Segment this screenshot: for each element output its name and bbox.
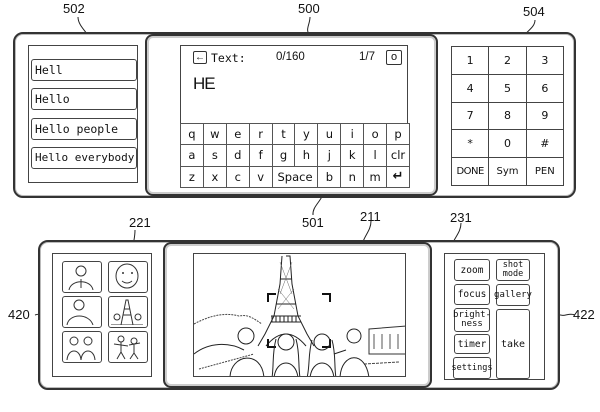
key-z[interactable]: z — [181, 166, 203, 187]
people-icon — [66, 336, 96, 360]
sym-button[interactable]: Sym — [489, 158, 526, 185]
thumbnail-dancing-people[interactable] — [108, 331, 148, 363]
camera-control-panel: zoom focus bright- ness timer settings s… — [444, 253, 545, 380]
done-button[interactable]: DONE — [452, 158, 489, 185]
key-g[interactable]: g — [272, 145, 295, 166]
ref-label-500: 500 — [298, 1, 320, 16]
keypad-9[interactable]: 9 — [526, 102, 563, 130]
shot-mode-button[interactable]: shot mode — [496, 259, 530, 281]
person-icon — [66, 299, 94, 325]
qwerty-keyboard: q w e r t y u i o p a s d f g h j k l cl… — [180, 123, 410, 188]
key-clear[interactable]: clr — [387, 145, 409, 166]
key-t[interactable]: t — [272, 124, 295, 145]
gallery-button[interactable]: gallery — [494, 284, 532, 306]
suggestion-item[interactable]: Hell — [31, 59, 137, 81]
ref-label-501: 501 — [302, 215, 324, 230]
key-b[interactable]: b — [318, 166, 341, 187]
take-photo-button[interactable]: take — [496, 309, 530, 379]
keypad-hash[interactable]: # — [526, 130, 563, 158]
ref-label-211: 211 — [360, 209, 381, 224]
thumbnail-smiling-face[interactable] — [108, 261, 148, 293]
char-counter: 0/160 — [276, 51, 305, 63]
ref-label-422: 422 — [573, 307, 595, 322]
page-indicator: 1/7 — [359, 51, 375, 63]
timer-button[interactable]: timer — [454, 334, 490, 354]
key-m[interactable]: m — [364, 166, 387, 187]
key-h[interactable]: h — [295, 145, 318, 166]
viewfinder-scene — [194, 255, 405, 376]
key-d[interactable]: d — [226, 145, 249, 166]
pen-button[interactable]: PEN — [526, 158, 563, 185]
ref-label-221: 221 — [129, 215, 151, 230]
key-i[interactable]: i — [341, 124, 364, 145]
key-e[interactable]: e — [226, 124, 249, 145]
zoom-button[interactable]: zoom — [454, 259, 490, 281]
keypad-2[interactable]: 2 — [489, 47, 526, 74]
keypad-8[interactable]: 8 — [489, 102, 526, 130]
thumbnail-eiffel-tower-group[interactable] — [108, 296, 148, 328]
suggestion-item[interactable]: Hello people — [31, 118, 137, 140]
keypad-0[interactable]: 0 — [489, 130, 526, 158]
face-icon — [115, 263, 139, 289]
tower-icon — [111, 299, 143, 325]
key-u[interactable]: u — [318, 124, 341, 145]
enter-icon: ↵ — [392, 169, 404, 185]
keypad-star[interactable]: * — [452, 130, 489, 158]
key-l[interactable]: l — [364, 145, 387, 166]
suggestion-item[interactable]: Hello — [31, 88, 137, 110]
key-q[interactable]: q — [181, 124, 203, 145]
key-n[interactable]: n — [341, 166, 364, 187]
arrow-left-icon: ← — [195, 52, 205, 63]
key-o[interactable]: o — [364, 124, 387, 145]
thumbnail-portrait-man[interactable] — [62, 261, 102, 293]
suggestion-item[interactable]: Hello everybody — [31, 147, 137, 169]
keypad-5[interactable]: 5 — [489, 74, 526, 102]
person-icon — [68, 265, 94, 290]
ref-label-231: 231 — [450, 210, 472, 225]
thumbnail-panel — [52, 253, 152, 377]
suggestion-panel: Hell Hello Hello people Hello everybody — [28, 45, 138, 183]
keypad-3[interactable]: 3 — [526, 47, 563, 74]
dancers-icon — [113, 335, 141, 360]
numeric-keypad: 1 2 3 4 5 6 7 8 9 * 0 # DONE Sym PEN — [451, 46, 564, 186]
key-v[interactable]: v — [249, 166, 272, 187]
key-j[interactable]: j — [318, 145, 341, 166]
text-screen: ← Text: 0/160 1/7 o HE q w e r t y u i o… — [180, 45, 410, 188]
key-enter[interactable]: ↵ — [387, 166, 409, 187]
key-a[interactable]: a — [181, 145, 203, 166]
brightness-button[interactable]: bright- ness — [453, 308, 491, 332]
keypad-1[interactable]: 1 — [452, 47, 489, 74]
key-k[interactable]: k — [341, 145, 364, 166]
mode-button[interactable]: o — [386, 50, 402, 65]
text-input[interactable]: HE — [193, 74, 216, 93]
thumbnail-person[interactable] — [62, 296, 102, 328]
key-y[interactable]: y — [295, 124, 318, 145]
key-s[interactable]: s — [203, 145, 226, 166]
ref-label-502: 502 — [63, 1, 85, 16]
key-x[interactable]: x — [203, 166, 226, 187]
key-c[interactable]: c — [226, 166, 249, 187]
key-f[interactable]: f — [249, 145, 272, 166]
ref-label-420: 420 — [8, 307, 30, 322]
camera-viewfinder[interactable] — [193, 253, 406, 377]
key-w[interactable]: w — [203, 124, 226, 145]
keypad-7[interactable]: 7 — [452, 102, 489, 130]
back-button[interactable]: ← — [193, 51, 207, 64]
key-p[interactable]: p — [387, 124, 409, 145]
key-space[interactable]: Space — [272, 166, 318, 187]
settings-button[interactable]: settings — [452, 357, 492, 379]
keypad-6[interactable]: 6 — [526, 74, 563, 102]
text-label: Text: — [211, 51, 246, 65]
focus-button[interactable]: focus — [454, 284, 490, 305]
thumbnail-two-people[interactable] — [62, 331, 102, 363]
key-r[interactable]: r — [249, 124, 272, 145]
keypad-4[interactable]: 4 — [452, 74, 489, 102]
ref-label-504: 504 — [523, 4, 545, 19]
